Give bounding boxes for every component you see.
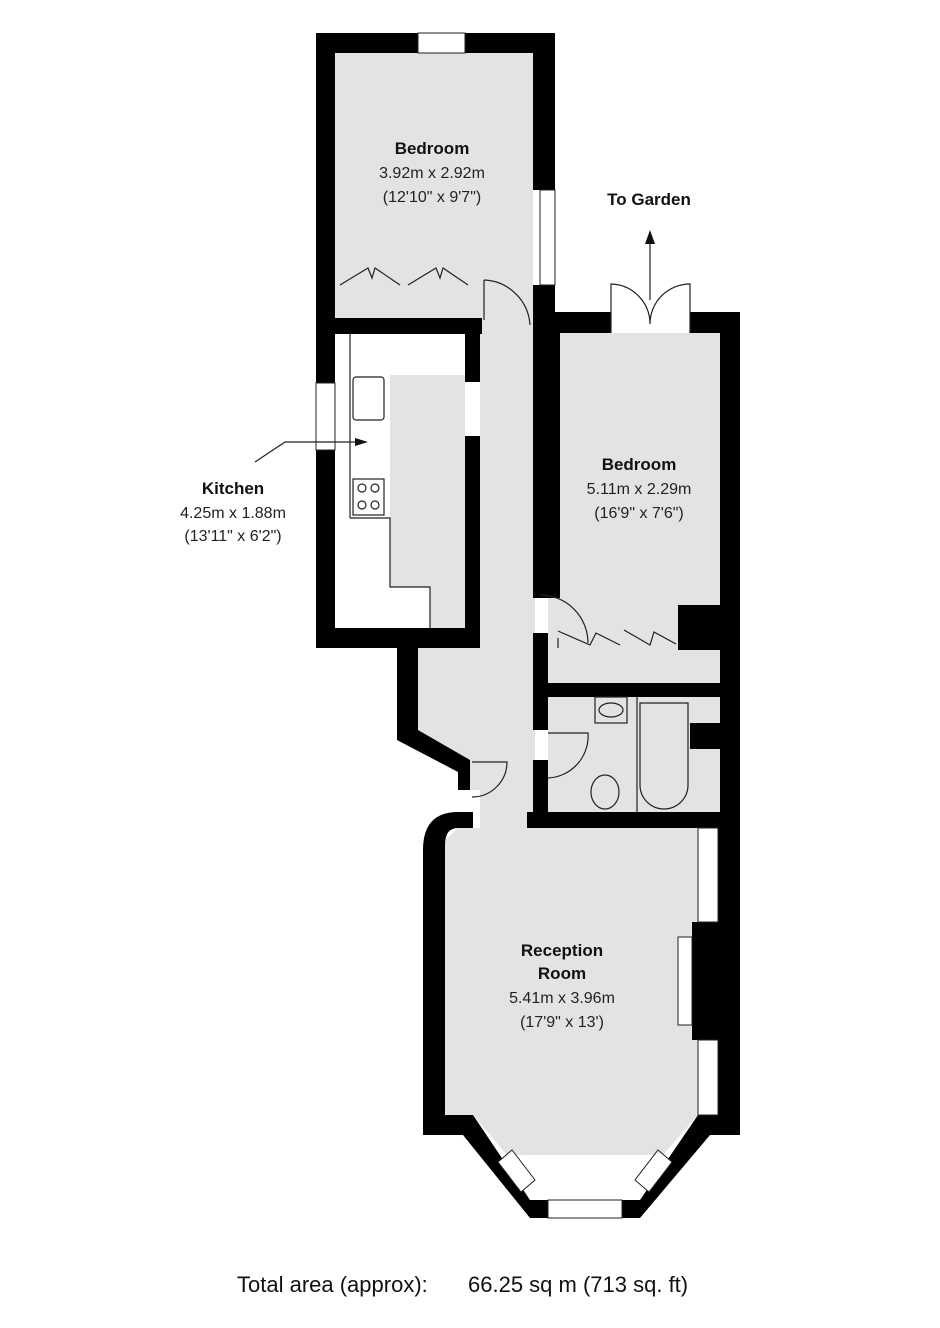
- svg-text:(13'11" x 6'2"): (13'11" x 6'2"): [184, 528, 281, 545]
- windows: [315, 32, 719, 1219]
- kitchen-label: Kitchen 4.25m x 1.88m (13'11" x 6'2"): [180, 479, 286, 545]
- bedroom1-label: Bedroom 3.92m x 2.92m (12'10" x 9'7"): [379, 139, 485, 206]
- window: [315, 382, 336, 451]
- arrow-head-icon: [355, 438, 368, 446]
- wardrobe-doors: [557, 629, 677, 648]
- kitchen-counter: [349, 334, 431, 628]
- svg-text:(12'10" x 9'7"): (12'10" x 9'7"): [383, 189, 481, 206]
- door-swing: [471, 761, 508, 798]
- window: [697, 827, 719, 923]
- reception-floor: [445, 828, 698, 1155]
- svg-text:Bedroom: Bedroom: [395, 139, 470, 158]
- fireplace-hearth: [677, 936, 693, 1026]
- svg-text:5.11m x 2.29m: 5.11m x 2.29m: [587, 481, 692, 498]
- window: [417, 32, 466, 54]
- door-swing: [483, 279, 531, 326]
- window: [634, 1149, 673, 1193]
- window: [497, 1149, 536, 1193]
- bath-icon: [639, 702, 689, 810]
- svg-text:4.25m x 1.88m: 4.25m x 1.88m: [180, 505, 286, 522]
- window: [547, 1199, 623, 1219]
- toilet-icon: [590, 774, 620, 810]
- bedroom2-floor: [548, 333, 720, 640]
- total-area-label: Total area (approx):: [237, 1272, 428, 1297]
- window: [539, 189, 556, 286]
- bathroom-floor: [548, 697, 720, 812]
- reception-label: Reception Room 5.41m x 3.96m (17'9" x 13…: [509, 941, 615, 1031]
- sink-icon: [352, 376, 385, 421]
- total-area-value: 66.25 sq m (713 sq. ft): [468, 1272, 689, 1297]
- svg-text:3.92m x 2.92m: 3.92m x 2.92m: [379, 165, 485, 182]
- kitchen-inner-floor: [390, 375, 465, 628]
- svg-text:(17'9" x 13'): (17'9" x 13'): [520, 1014, 604, 1031]
- floors: [335, 53, 720, 1155]
- wardrobe-doors: [339, 267, 469, 286]
- arrow-head-icon: [645, 230, 655, 244]
- hob-icon: [352, 478, 385, 516]
- svg-text:(16'9" x 7'6"): (16'9" x 7'6"): [594, 505, 684, 522]
- total-area: Total area (approx): 66.25 sq m (713 sq.…: [237, 1272, 688, 1298]
- svg-text:Room: Room: [538, 964, 586, 983]
- french-doors: [610, 283, 691, 333]
- walls: [316, 33, 740, 1218]
- basin-icon: [594, 696, 628, 724]
- svg-text:Reception: Reception: [521, 941, 603, 960]
- kitchen-pointer: [254, 441, 360, 463]
- hallway-floor: [480, 285, 535, 830]
- door-swing: [539, 594, 589, 644]
- entrance-floor: [418, 648, 480, 790]
- door-swing: [547, 732, 589, 779]
- bedroom2-label: Bedroom 5.11m x 2.29m (16'9" x 7'6"): [587, 455, 692, 522]
- svg-text:5.41m x 3.96m: 5.41m x 3.96m: [509, 990, 615, 1007]
- window: [697, 1039, 719, 1116]
- svg-text:Bedroom: Bedroom: [602, 455, 677, 474]
- to-garden-label: To Garden: [607, 190, 691, 209]
- bedroom1-floor: [335, 53, 533, 323]
- doors-and-fittings: [254, 230, 691, 812]
- svg-text:Kitchen: Kitchen: [202, 479, 264, 498]
